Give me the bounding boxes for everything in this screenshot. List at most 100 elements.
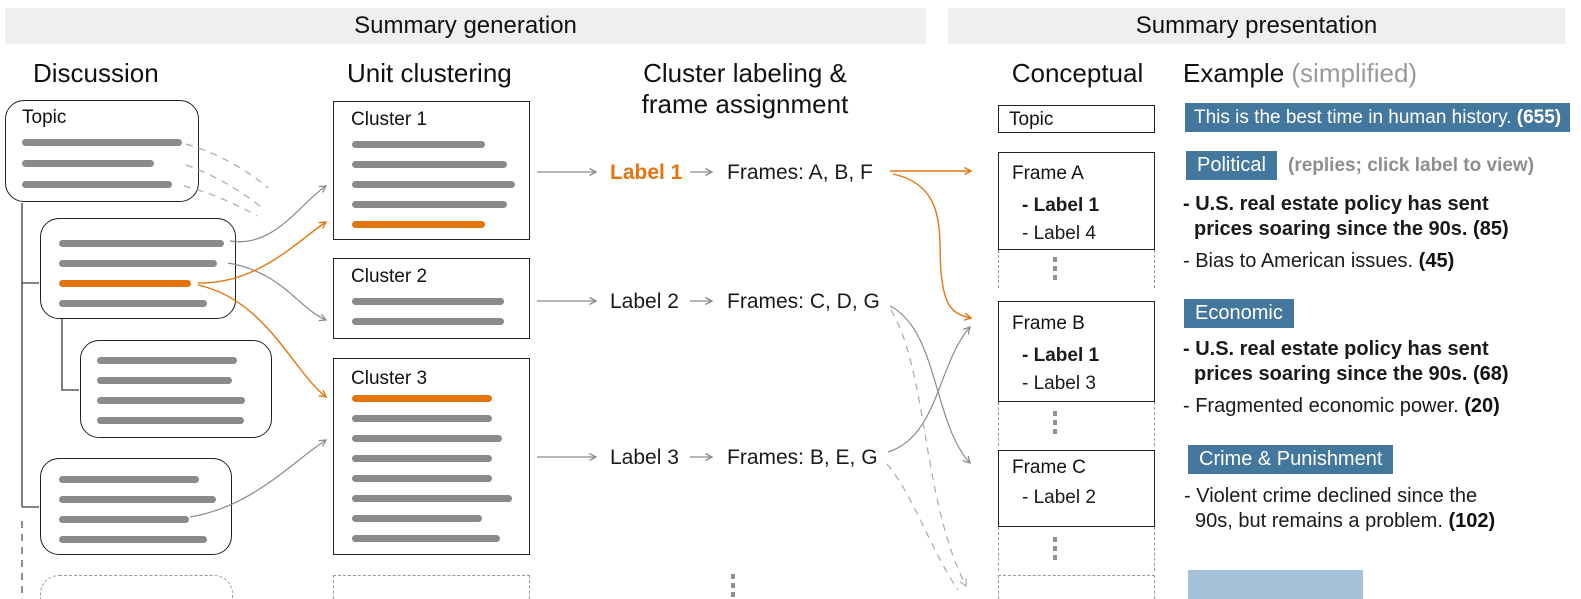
cluster-2-label: Cluster 2: [351, 266, 428, 287]
political-bullet-1-text: - U.S. real estate policy has sent price…: [1183, 193, 1489, 240]
label-to-frames-arrows: [690, 167, 714, 462]
cluster-3-box: Cluster 3: [333, 358, 530, 555]
frames-of-label-3: Frames: B, E, G: [727, 446, 878, 469]
economic-bullet-1-count: . (68): [1461, 363, 1509, 385]
comment-1-text-bars: [59, 240, 224, 307]
cluster-3-label: Cluster 3: [351, 368, 428, 389]
economic-bullet-2-count: (20): [1464, 395, 1500, 417]
label-1-text: Label 1: [610, 161, 683, 184]
frame-b-box: Frame B - Label 1 - Label 3: [998, 301, 1155, 402]
frames-of-label-1: Frames: A, B, F: [727, 161, 873, 184]
unit-bar: [352, 435, 502, 442]
crime-bullet-1: - Violent crime declined since the 90s, …: [1184, 484, 1502, 534]
frame-c-name: Frame C: [1012, 457, 1086, 478]
unit-bar: [59, 260, 217, 267]
economic-bullet-1-text: - U.S. real estate policy has sent price…: [1183, 338, 1489, 385]
political-frame-badge[interactable]: Political: [1186, 151, 1277, 180]
cluster-1-box: Cluster 1: [333, 101, 530, 240]
frame-c-box: Frame C - Label 2: [998, 450, 1155, 527]
conceptual-topic-box: Topic: [998, 105, 1155, 133]
cluster-3-unit-bars: [352, 395, 512, 542]
column-title-conceptual: Conceptual: [1011, 58, 1144, 88]
unit-bar: [352, 298, 504, 305]
crime-frame-badge[interactable]: Crime & Punishment: [1188, 445, 1394, 474]
highlighted-unit-bar: [352, 221, 485, 228]
example-title-text: Example: [1183, 58, 1285, 88]
unit-bar: [352, 415, 492, 422]
comment-3-text-bars: [59, 476, 216, 543]
cluster-2-box: Cluster 2: [333, 258, 530, 339]
label1-to-frame-b-arrow: [892, 173, 973, 321]
unit-bar: [59, 516, 189, 523]
unit-bar: [352, 201, 507, 208]
unit-bar: [352, 455, 492, 462]
unit-bar: [352, 181, 515, 188]
unit-bar: [59, 240, 224, 247]
political-bullet-1: - U.S. real estate policy has sent price…: [1183, 192, 1539, 242]
frame-a-name: Frame A: [1012, 163, 1084, 184]
frame-c-ellipsis-icon: [1053, 537, 1057, 560]
unit-bar: [352, 495, 512, 502]
crime-bullet-1-count: (102): [1448, 510, 1496, 532]
unit-bar: [97, 417, 244, 424]
political-bullet-2-count: (45): [1418, 250, 1455, 272]
comment-2-text-bars: [97, 357, 245, 424]
example-title-note: (simplified): [1291, 58, 1418, 88]
cluster-labeling-title-line2: frame assignment: [641, 89, 849, 119]
unit-bar: [59, 536, 207, 543]
frame-c-label-1: - Label 2: [1022, 487, 1096, 508]
example-topic-banner: This is the best time in human history. …: [1185, 103, 1571, 132]
header-summary-presentation: Summary presentation: [948, 8, 1565, 44]
political-bullet-1-count: (85): [1473, 218, 1509, 240]
frame-b-label-1: - Label 1: [1022, 345, 1100, 366]
example-topic-text: This is the best time in human history.: [1194, 107, 1512, 128]
frames-of-label-2: Frames: C, D, G: [727, 290, 880, 313]
label3-to-more-frames-dashed: [886, 463, 959, 591]
unit-bar: [59, 300, 207, 307]
political-bullet-2-text: - Bias to American issues.: [1183, 250, 1414, 272]
frame-b-label-2: - Label 3: [1022, 373, 1096, 394]
discussion-topic-label: Topic: [22, 107, 67, 128]
cluster-to-label-arrows: [537, 167, 598, 462]
column-title-unit-clustering: Unit clustering: [347, 58, 512, 88]
label3-to-frame-b-arrow: [887, 325, 971, 453]
unit-bar: [352, 141, 485, 148]
frame-a-continuation: [998, 250, 1155, 288]
frame-a-label-2: - Label 4: [1022, 223, 1096, 244]
cluster-1-unit-bars: [352, 141, 515, 228]
cluster-2-unit-bars: [352, 298, 504, 325]
unit-bar: [97, 377, 232, 384]
discussion-topic-text-bars: [22, 139, 182, 188]
discussion-comment-box-more: [40, 575, 233, 599]
frames-to-conceptual-arrows: [886, 166, 973, 591]
highlighted-unit-bar: [59, 280, 191, 287]
frame-c-continuation: [998, 527, 1155, 571]
unit-bar: [352, 475, 492, 482]
column-title-example: Example (simplified): [1183, 58, 1417, 89]
unit-bar: [22, 181, 172, 188]
label-3-text: Label 3: [610, 446, 679, 469]
replies-note: (replies; click label to view): [1288, 155, 1535, 176]
unit-bar: [352, 515, 482, 522]
political-bullet-2: - Bias to American issues. (45): [1183, 249, 1581, 274]
unit-bar: [22, 139, 182, 146]
more-labels-ellipsis-icon: [731, 574, 735, 597]
column-title-discussion: Discussion: [33, 58, 159, 88]
unit-bar: [97, 397, 245, 404]
unit-bar: [352, 535, 500, 542]
cluster-1-label: Cluster 1: [351, 109, 428, 130]
discussion-comment-box-2: [80, 340, 272, 438]
highlighted-unit-bar: [352, 395, 492, 402]
economic-bullet-2-text: - Fragmented economic power.: [1183, 395, 1459, 417]
economic-bullet-1: - U.S. real estate policy has sent price…: [1183, 337, 1539, 387]
conceptual-topic-label: Topic: [1009, 109, 1054, 130]
frame-more-box: [998, 575, 1155, 599]
discussion-comment-box-3: [40, 458, 232, 555]
faded-frame-badge: [1188, 570, 1363, 599]
label-2-text: Label 2: [610, 290, 679, 313]
unit-bar: [59, 476, 199, 483]
header-summary-generation: Summary generation: [5, 8, 926, 44]
cluster-labeling-title-line1: Cluster labeling &: [643, 58, 847, 88]
economic-frame-badge[interactable]: Economic: [1184, 299, 1294, 328]
